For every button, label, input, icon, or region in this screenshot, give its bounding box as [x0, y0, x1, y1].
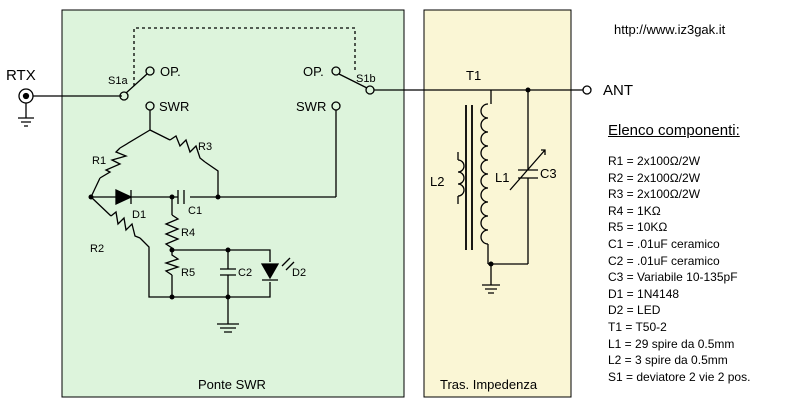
- parts-list-item: T1 = T50-2: [608, 319, 667, 334]
- r3-resistor: [169, 135, 206, 163]
- parts-list-item: R4 = 1KΩ: [608, 203, 661, 218]
- l1-inductor: [480, 103, 489, 245]
- l1-label: L1: [495, 170, 509, 185]
- switch-link: [133, 27, 356, 86]
- swr-left-label: SWR: [159, 99, 189, 114]
- r2-resistor: [110, 210, 141, 239]
- parts-list-item: C2 = .01uF ceramico: [608, 253, 720, 268]
- d2-label: D2: [292, 267, 306, 279]
- parts-list-item: C3 = Variabile 10-135pF: [608, 270, 738, 285]
- c3-label: C3: [540, 166, 557, 181]
- op-left-label: OP.: [160, 64, 181, 79]
- parts-list: Elenco componenti: R1 = 2x100Ω/2W R2 = 2…: [608, 122, 788, 385]
- parts-list-item: R2 = 2x100Ω/2W: [608, 170, 701, 185]
- d1-label: D1: [132, 209, 146, 221]
- c2-label: C2: [238, 267, 252, 279]
- r5-label: R5: [181, 267, 195, 279]
- ant-connector: [582, 85, 592, 95]
- parts-list-item: S1 = deviatore 2 vie 2 pos.: [608, 369, 751, 384]
- parts-list-item: D1 = 1N4148: [608, 286, 680, 301]
- s1a-label: S1a: [108, 75, 128, 87]
- transformer-panel: [423, 9, 572, 398]
- l2-label: L2: [430, 174, 444, 189]
- r2-label: R2: [90, 243, 104, 255]
- c3-variable-capacitor: [509, 149, 546, 191]
- r4-label: R4: [181, 227, 195, 239]
- site-url: http://www.iz3gak.it: [614, 22, 726, 37]
- swr-right-label: SWR: [296, 99, 326, 114]
- ant-label: ANT: [603, 82, 633, 99]
- t1-label: T1: [466, 68, 481, 83]
- r1-resistor: [99, 147, 129, 179]
- bridge-section-label: Ponte SWR: [198, 377, 266, 392]
- r4-resistor: [164, 214, 180, 250]
- rtx-label: RTX: [6, 67, 36, 84]
- d2-led: [260, 263, 280, 281]
- parts-list-item: D2 = LED: [608, 303, 661, 318]
- parts-list-item: C1 = .01uF ceramico: [608, 236, 720, 251]
- parts-list-item: L2 = 3 spire da 0.5mm: [608, 353, 728, 368]
- parts-list-item: R3 = 2x100Ω/2W: [608, 187, 701, 202]
- s1b-label: S1b: [356, 73, 376, 85]
- c1-label: C1: [188, 205, 202, 217]
- s1b-blade: [338, 73, 368, 89]
- l2-inductor: [457, 152, 465, 204]
- bridge-panel: [61, 9, 405, 398]
- s1a-blade: [125, 73, 148, 94]
- r1-label: R1: [92, 155, 106, 167]
- d1-diode: [115, 188, 133, 206]
- r3-label: R3: [198, 141, 212, 153]
- parts-list-item: L1 = 29 spire da 0.5mm: [608, 336, 735, 351]
- parts-list-item: R5 = 10KΩ: [608, 220, 668, 235]
- op-right-label: OP.: [303, 64, 324, 79]
- parts-list-item: R1 = 2x100Ω/2W: [608, 154, 701, 168]
- t1-core: [465, 105, 473, 250]
- r5-resistor: [163, 250, 181, 276]
- c1-capacitor: [177, 190, 185, 204]
- transformer-section-label: Tras. Impedenza: [440, 377, 538, 392]
- parts-list-title: Elenco componenti:: [608, 122, 740, 139]
